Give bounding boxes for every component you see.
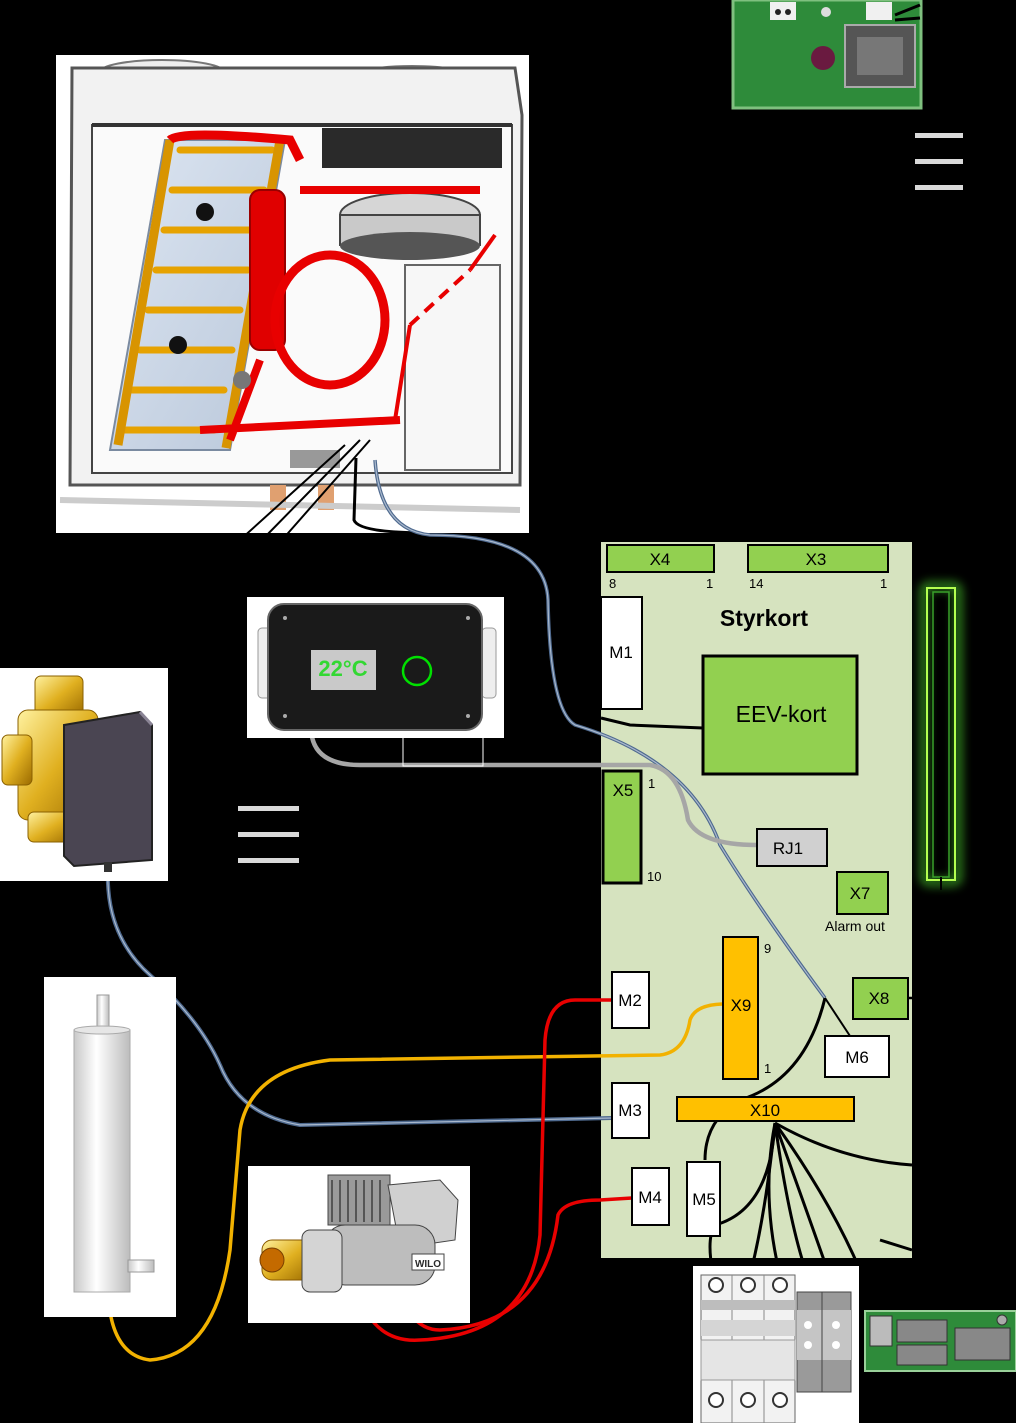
three-way-valve-icon (0, 668, 168, 881)
connector-m6: M6 (824, 1035, 890, 1078)
circuit-board-icon (731, 0, 923, 110)
board-title: Styrkort (720, 605, 809, 631)
x5-pin-bottom: 10 (647, 869, 661, 884)
connector-m4: M4 (631, 1167, 670, 1226)
circulation-pump-icon: WILO (248, 1166, 470, 1323)
rj1-label: RJ1 (773, 839, 803, 858)
x7-caption: Alarm out (825, 918, 885, 934)
x7-label: X7 (850, 884, 871, 903)
m6-label: M6 (845, 1048, 869, 1067)
x9-pin-top: 9 (764, 941, 771, 956)
m2-label: M2 (618, 991, 642, 1010)
connector-m5: M5 (686, 1161, 721, 1237)
x3-pin-left: 14 (749, 576, 763, 591)
connector-m3: M3 (611, 1082, 650, 1139)
connector-x4: X4 8 1 (606, 544, 715, 591)
connector-x8: X8 (852, 977, 909, 1020)
circuit-breaker-icon (693, 1266, 859, 1423)
x9-label: X9 (731, 996, 752, 1015)
x8-label: X8 (869, 989, 890, 1008)
m1-label: M1 (609, 643, 633, 662)
connector-x10: X10 (676, 1096, 855, 1122)
display-temperature: 22°C (318, 656, 367, 681)
immersion-heater-icon (44, 977, 176, 1317)
menu-bars-icon (915, 133, 963, 190)
svg-text:WILO: WILO (415, 1259, 441, 1270)
connector-rj1[interactable]: RJ1 (756, 828, 828, 867)
eev-label: EEV-kort (736, 701, 827, 727)
eev-board: EEV-kort (701, 654, 859, 776)
m3-label: M3 (618, 1101, 642, 1120)
x9-pin-bottom: 1 (764, 1061, 771, 1076)
control-knob[interactable] (401, 655, 433, 687)
connector-x3: X3 14 1 (747, 544, 889, 591)
x3-label: X3 (806, 550, 827, 569)
connector-m1: M1 (600, 596, 643, 710)
control-panel-icon: 22°C (247, 597, 504, 738)
x5-pin-top: 1 (648, 776, 655, 791)
x10-label: X10 (750, 1101, 780, 1120)
connector-m2: M2 (611, 971, 650, 1029)
connector-x7: X7 Alarm out (825, 871, 889, 934)
m4-label: M4 (638, 1188, 662, 1207)
wires (105, 439, 916, 1362)
led-strip-icon (920, 582, 962, 890)
connector-x5: X5 1 10 (601, 769, 661, 885)
x4-label: X4 (650, 550, 671, 569)
x4-pin-left: 8 (609, 576, 616, 591)
x3-pin-right: 1 (880, 576, 887, 591)
connector-x9: X9 9 1 (722, 936, 771, 1080)
circuit-board-icon (864, 1310, 1016, 1372)
m5-label: M5 (692, 1190, 716, 1209)
x5-label: X5 (613, 781, 634, 800)
x4-pin-right: 1 (706, 576, 713, 591)
heat-pump-unit-icon (56, 55, 529, 533)
menu-bars-icon (238, 806, 299, 863)
